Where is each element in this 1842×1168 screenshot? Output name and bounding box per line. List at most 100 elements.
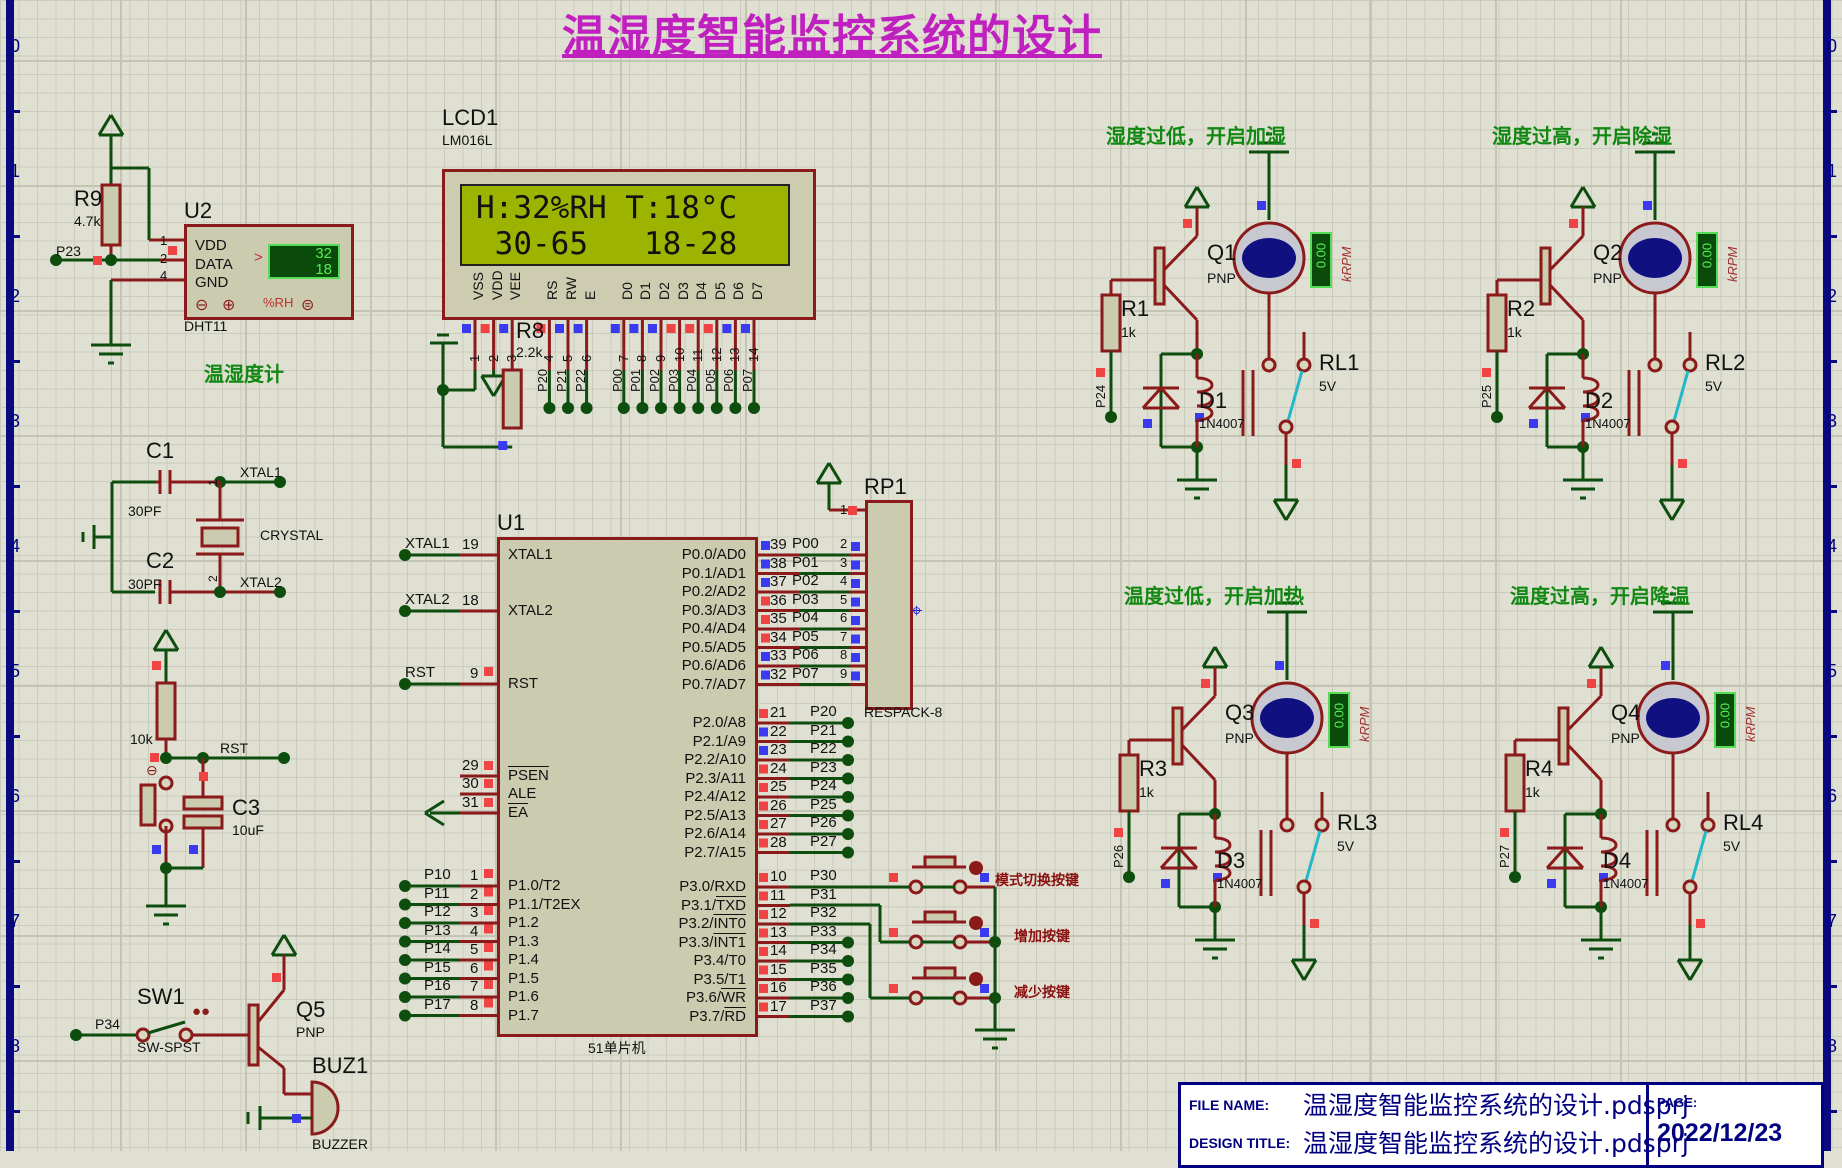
frame-right bbox=[1823, 0, 1831, 1151]
mcu-pin-number: 27 bbox=[770, 815, 787, 832]
p34-net: P34 bbox=[95, 1016, 120, 1032]
logic-high-indicator bbox=[759, 984, 768, 993]
push-button-3[interactable] bbox=[923, 966, 957, 980]
net-terminal bbox=[1509, 871, 1521, 883]
mcu-pin-number: 34 bbox=[770, 628, 787, 646]
q5-transistor[interactable] bbox=[247, 1003, 260, 1067]
push-button-2[interactable] bbox=[923, 910, 957, 924]
button-toggle-icon[interactable] bbox=[969, 972, 983, 986]
page-key: PAGE: bbox=[1657, 1095, 1698, 1110]
driver-note: 温度过高，开启降温 bbox=[1510, 584, 1690, 608]
base-resistor[interactable] bbox=[1486, 293, 1508, 353]
net-terminal bbox=[842, 735, 854, 748]
mcu-pin-number: 14 bbox=[770, 942, 787, 959]
base-resistor[interactable] bbox=[1118, 753, 1140, 813]
toggle-unit-icon[interactable]: ⊜ bbox=[301, 297, 315, 314]
mcu-net-label: P22 bbox=[810, 740, 837, 757]
pin2-num: 2 bbox=[160, 251, 168, 266]
ruler-tick bbox=[1823, 235, 1837, 238]
lcd-pin-number: 8 bbox=[634, 354, 650, 362]
resistor-pack[interactable] bbox=[865, 500, 913, 710]
decrease-icon[interactable]: ⊖ bbox=[195, 297, 209, 314]
switch-toggle-icon[interactable]: ●● bbox=[192, 1003, 211, 1020]
lcd-screen: H:32%RH T:18°C 30-65 18-28 bbox=[460, 184, 790, 266]
logic-low-indicator bbox=[980, 873, 989, 882]
push-button-1[interactable] bbox=[923, 855, 957, 869]
logic-low-indicator bbox=[980, 928, 989, 937]
rp1-pin-number: 8 bbox=[840, 647, 848, 662]
sensor-note: 温湿度计 bbox=[204, 362, 284, 386]
c3-cap-bottom[interactable] bbox=[182, 814, 224, 830]
rp1-pin-number: 6 bbox=[840, 610, 848, 625]
logic-high-indicator bbox=[168, 246, 177, 255]
r9-resistor[interactable] bbox=[100, 183, 122, 247]
c3-cap-top[interactable] bbox=[182, 795, 224, 811]
mcu-pin-name: P3.3/INT1 bbox=[678, 933, 746, 951]
mcu-8051[interactable] bbox=[497, 537, 758, 1037]
lcd-net-label: P20 bbox=[535, 368, 551, 392]
relay-ref: RL2 bbox=[1705, 350, 1746, 375]
relay-terminal bbox=[1296, 357, 1312, 373]
logic-high-indicator bbox=[484, 980, 493, 989]
lcd-net-label: P03 bbox=[665, 368, 681, 392]
transistor-q1[interactable] bbox=[1153, 246, 1166, 306]
transistor-q2[interactable] bbox=[1539, 246, 1552, 306]
lcd-line-2: 30-65 18-28 bbox=[476, 226, 738, 262]
rp1-ref: RP1 bbox=[864, 474, 907, 499]
button-toggle-icon[interactable] bbox=[969, 916, 983, 930]
q5-part: PNP bbox=[296, 1024, 325, 1040]
button-toggle-icon[interactable] bbox=[969, 861, 983, 875]
net-terminal bbox=[274, 476, 286, 488]
logic-high-indicator bbox=[889, 984, 898, 993]
humidity-value: 32 bbox=[315, 245, 332, 262]
transistor-ref: Q2 bbox=[1593, 240, 1623, 265]
buzzer-icon[interactable] bbox=[310, 1080, 340, 1136]
rp1-part: RESPACK-8 bbox=[864, 704, 943, 720]
power-arrow-icon bbox=[1201, 646, 1217, 668]
logic-high-indicator bbox=[1678, 459, 1687, 468]
junction-dot bbox=[214, 586, 226, 598]
reset-resistor[interactable] bbox=[155, 681, 177, 741]
power-arrow-icon bbox=[1581, 186, 1597, 208]
mcu-pin-name: P1.4 bbox=[508, 951, 539, 968]
lcd-net-label: P05 bbox=[702, 368, 718, 392]
mcu-pin-number: 21 bbox=[770, 704, 787, 721]
relay-terminal bbox=[1278, 419, 1294, 435]
logic-high-indicator bbox=[199, 772, 208, 781]
transistor-q4[interactable] bbox=[1557, 706, 1570, 766]
ruler-right-mark: 0 bbox=[1827, 36, 1838, 56]
resistor-ref: R1 bbox=[1121, 296, 1150, 321]
diode-icon bbox=[1527, 386, 1549, 410]
mcu-net-label: P33 bbox=[810, 922, 837, 940]
crystal-body[interactable] bbox=[200, 526, 240, 548]
mcu-net-label: P00 bbox=[792, 535, 819, 552]
relay-terminal bbox=[1700, 817, 1716, 833]
logic-high-indicator bbox=[484, 761, 493, 770]
mcu-pin-number: 24 bbox=[770, 759, 787, 777]
base-resistor[interactable] bbox=[1100, 293, 1122, 353]
button-terminal bbox=[952, 934, 968, 950]
lcd-pin-number: 6 bbox=[578, 354, 594, 362]
logic-low-indicator bbox=[722, 324, 732, 333]
lcd-pin-vdd: VDD bbox=[488, 270, 505, 300]
transistor-q3[interactable] bbox=[1171, 706, 1184, 766]
resistor-value: 1k bbox=[1139, 784, 1154, 800]
ruler-left-mark: 0 bbox=[10, 36, 21, 56]
logic-low-indicator bbox=[851, 560, 860, 570]
mode-button-label: 模式切换按键 bbox=[995, 873, 1079, 889]
logic-low-indicator bbox=[1547, 879, 1556, 888]
r8-potentiometer[interactable] bbox=[501, 368, 523, 430]
reset-switch-body[interactable] bbox=[139, 783, 157, 827]
increase-icon[interactable]: ⊕ bbox=[222, 297, 236, 314]
reset-button-icon[interactable]: ⊖ bbox=[146, 762, 158, 778]
driver-net-label: P25 bbox=[1479, 384, 1494, 408]
logic-low-indicator bbox=[851, 671, 860, 681]
base-resistor[interactable] bbox=[1504, 753, 1526, 813]
logic-high-indicator bbox=[761, 615, 770, 624]
power-arrow-icon bbox=[1587, 646, 1603, 668]
transistor-part: PNP bbox=[1593, 270, 1622, 286]
mcu-pin-number: 15 bbox=[770, 960, 787, 978]
arrow-indicator: > bbox=[254, 249, 263, 266]
